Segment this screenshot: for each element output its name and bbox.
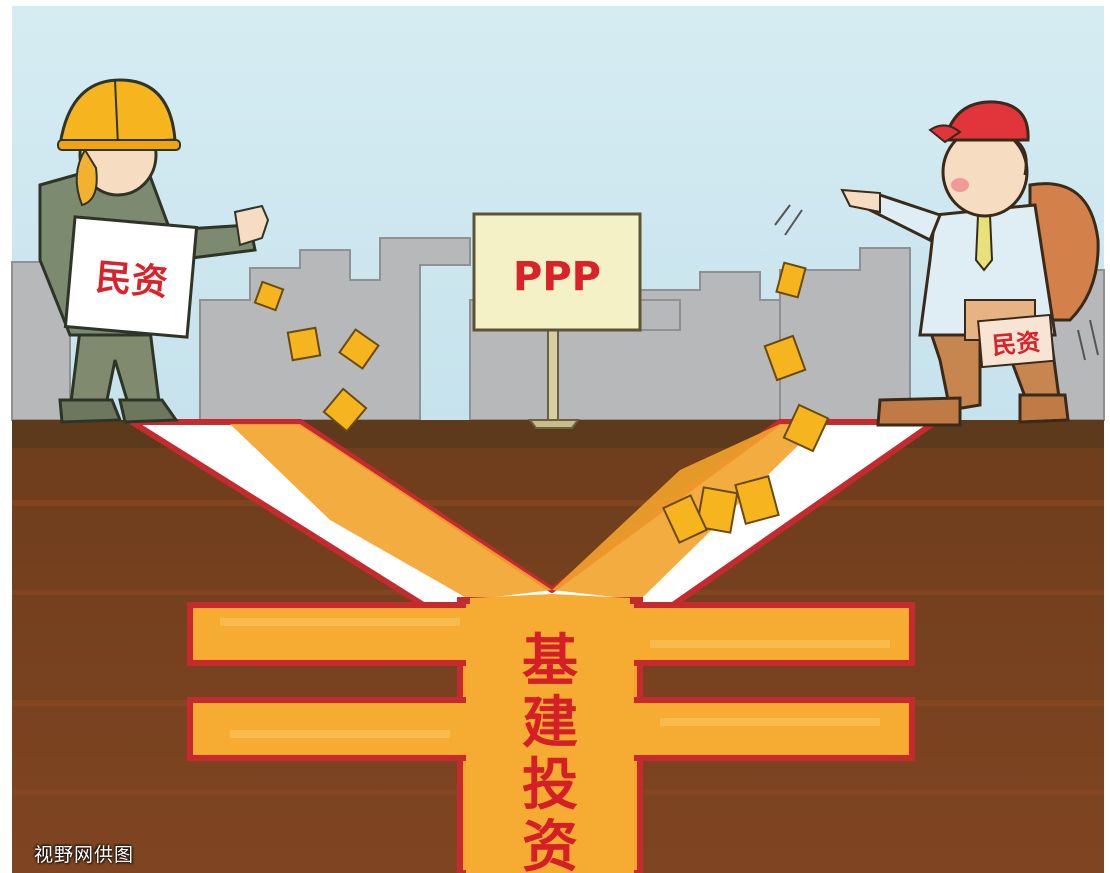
right-man-sign: 民资 <box>977 313 1055 369</box>
yen-char-3: 投 <box>522 753 578 818</box>
yen-column-text: 基 建 投 资 <box>522 629 578 873</box>
gold-pieces <box>253 261 830 544</box>
image-credit: 视野网供图 <box>34 844 135 866</box>
ppp-sign-text: PPP <box>513 254 601 300</box>
yen-char-2: 建 <box>522 691 578 756</box>
right-man: 民资 <box>840 100 1100 427</box>
left-worker-sign: 民资 <box>63 215 199 339</box>
yen-char-4: 资 <box>522 815 578 873</box>
ppp-sign: PPP <box>472 212 642 429</box>
left-worker-sign-text: 民资 <box>94 257 169 304</box>
motion-lines <box>774 204 1099 361</box>
left-worker: 民资 <box>38 78 270 424</box>
right-man-sign-text: 民资 <box>991 328 1041 360</box>
yen-symbol <box>187 594 915 873</box>
yen-char-1: 基 <box>522 629 578 694</box>
